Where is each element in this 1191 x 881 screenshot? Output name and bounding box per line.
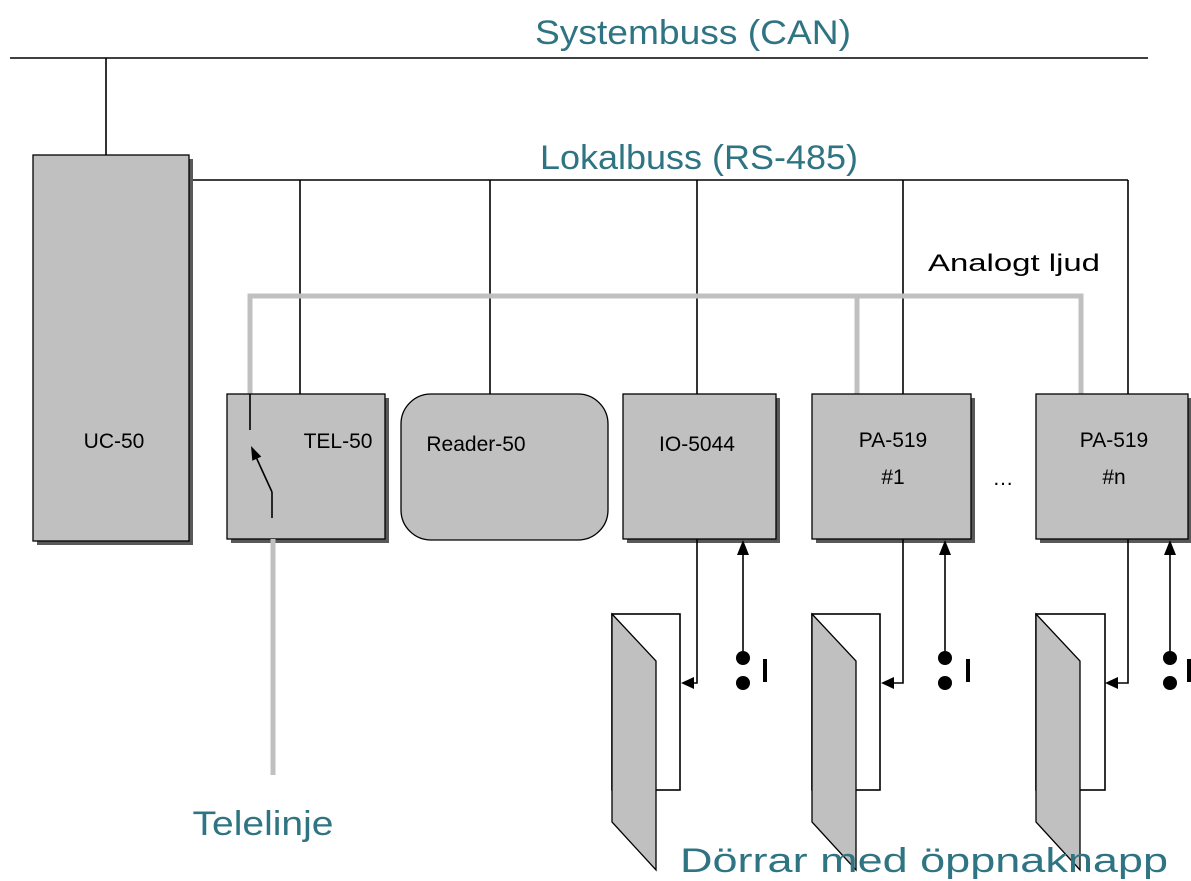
unit-box bbox=[226, 393, 386, 540]
door-pa-first bbox=[811, 539, 970, 872]
door-lock-arrowhead bbox=[681, 677, 694, 689]
telephone-line: Telelinje bbox=[193, 539, 334, 843]
switch-arrowhead bbox=[251, 446, 262, 461]
door-lock-arrowhead bbox=[881, 677, 894, 689]
door-lock-arrowhead bbox=[1105, 677, 1118, 689]
local-bus-label: Lokalbuss (RS-485) bbox=[540, 139, 858, 177]
more-units-ellipsis: … bbox=[993, 467, 1014, 490]
unit-box bbox=[1035, 393, 1189, 540]
open-button-icon bbox=[763, 659, 767, 682]
analog-audio-label: Analogt ljud bbox=[928, 250, 1100, 277]
unit-number: #1 bbox=[881, 466, 904, 489]
door-pa-last bbox=[1035, 539, 1191, 872]
open-button-contact bbox=[938, 651, 952, 665]
unit-reader-50: Reader-50 bbox=[400, 393, 609, 541]
telephone-line-label: Telelinje bbox=[193, 805, 334, 843]
open-button-contact bbox=[938, 676, 952, 690]
system-bus-label: Systembuss (CAN) bbox=[535, 14, 851, 52]
unit-label: PA-519 bbox=[1080, 429, 1149, 452]
open-button-icon bbox=[966, 659, 970, 682]
unit-box bbox=[32, 154, 190, 542]
analog-audio-line bbox=[247, 293, 1084, 394]
unit-number: #n bbox=[1102, 466, 1125, 489]
door-leaf-icon bbox=[811, 612, 857, 872]
unit-label: PA-519 bbox=[859, 429, 928, 452]
door-io bbox=[611, 539, 767, 872]
open-button-arrowhead bbox=[939, 540, 951, 555]
door-lock-wire bbox=[892, 539, 904, 684]
hook-switch-icon bbox=[249, 394, 273, 518]
open-button-contact bbox=[736, 676, 750, 690]
open-button-contact bbox=[1163, 676, 1177, 690]
door-lock-wire bbox=[692, 539, 698, 684]
local-bus: Lokalbuss (RS-485) bbox=[190, 139, 1129, 394]
unit-label: Reader-50 bbox=[426, 433, 525, 456]
doors-label: Dörrar med öppnaknapp bbox=[680, 842, 1168, 880]
open-button-arrowhead bbox=[737, 540, 749, 555]
unit-box bbox=[400, 393, 609, 541]
unit-label: TEL-50 bbox=[304, 430, 373, 453]
open-button-contact bbox=[736, 651, 750, 665]
open-button-arrowhead bbox=[1164, 540, 1176, 555]
unit-box bbox=[811, 393, 972, 540]
open-button-icon bbox=[1187, 659, 1191, 682]
unit-tel-50: TEL-50 bbox=[226, 393, 389, 543]
analog-audio-bus: Analogt ljud bbox=[247, 250, 1100, 394]
open-button-contact bbox=[1163, 651, 1177, 665]
switch-lever bbox=[255, 456, 273, 493]
unit-label: UC-50 bbox=[84, 430, 145, 453]
unit-io-5044: IO-5044 bbox=[622, 393, 780, 543]
unit-pa-519-last: PA-519 #n bbox=[1035, 393, 1191, 543]
unit-box bbox=[622, 393, 777, 540]
door-leaf-icon bbox=[611, 612, 657, 872]
unit-uc-50: UC-50 bbox=[32, 154, 193, 545]
door-lock-wire bbox=[1116, 539, 1129, 684]
unit-label: IO-5044 bbox=[659, 433, 735, 456]
system-bus: Systembuss (CAN) bbox=[10, 14, 1148, 155]
door-leaf-icon bbox=[1035, 612, 1081, 872]
unit-pa-519-first: PA-519 #1 bbox=[811, 393, 975, 543]
